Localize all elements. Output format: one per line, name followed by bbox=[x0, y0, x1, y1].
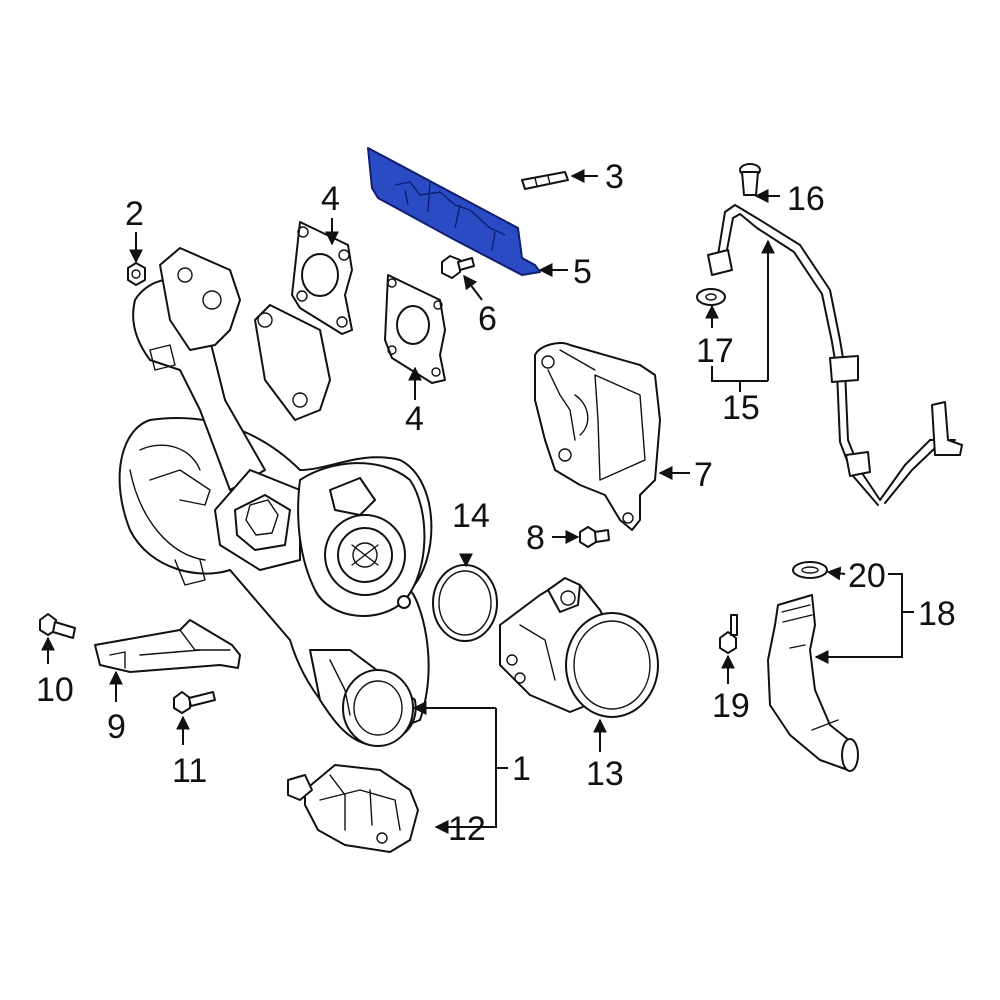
bracket-part-9[interactable] bbox=[94, 619, 241, 673]
callout-18: 18 bbox=[918, 595, 956, 633]
callout-2: 2 bbox=[125, 195, 144, 233]
callout-10: 10 bbox=[36, 671, 74, 709]
callout-20: 20 bbox=[848, 557, 886, 595]
nut-part-2[interactable] bbox=[127, 262, 146, 286]
o-ring-part-14[interactable] bbox=[432, 564, 498, 642]
oil-line-part-15[interactable] bbox=[707, 204, 963, 506]
callout-4a: 4 bbox=[321, 180, 340, 218]
callout-7: 7 bbox=[694, 456, 713, 494]
bolt-part-8[interactable] bbox=[579, 526, 610, 548]
callout-9: 9 bbox=[107, 708, 126, 746]
callout-14: 14 bbox=[452, 497, 490, 535]
callout-labels: 1 2 3 4 4 5 6 7 8 9 10 11 12 13 14 15 16… bbox=[36, 158, 956, 848]
heat-shield-part-5[interactable] bbox=[367, 147, 541, 276]
callout-15: 15 bbox=[722, 389, 760, 427]
bolt-part-11[interactable] bbox=[173, 691, 216, 714]
callout-16: 16 bbox=[787, 180, 825, 218]
bolt-part-10[interactable] bbox=[39, 613, 76, 639]
gasket-part-4a[interactable] bbox=[291, 221, 353, 335]
callout-3: 3 bbox=[605, 158, 624, 196]
callout-13: 13 bbox=[586, 755, 624, 793]
washer-part-17[interactable] bbox=[696, 288, 726, 306]
callout-6: 6 bbox=[478, 300, 497, 338]
callout-1: 1 bbox=[512, 750, 531, 788]
bolt-part-19[interactable] bbox=[719, 614, 738, 654]
banjo-bolt-part-16[interactable] bbox=[739, 163, 761, 196]
callout-11: 11 bbox=[172, 752, 207, 790]
bolt-part-6[interactable] bbox=[441, 255, 475, 279]
seal-part-20[interactable] bbox=[792, 561, 828, 579]
turbocharger-part-1[interactable] bbox=[118, 247, 433, 747]
callout-12: 12 bbox=[448, 810, 486, 848]
callout-5: 5 bbox=[573, 253, 592, 291]
stud-part-3[interactable] bbox=[521, 171, 569, 190]
gasket-part-4b[interactable] bbox=[384, 274, 446, 384]
actuator-part-12[interactable] bbox=[287, 764, 419, 853]
leader-lines bbox=[41, 169, 914, 834]
coolant-pipe-part-18[interactable] bbox=[767, 594, 859, 772]
callout-19: 19 bbox=[712, 687, 750, 725]
pump-part-13[interactable] bbox=[499, 577, 659, 718]
callout-8: 8 bbox=[526, 519, 545, 557]
callout-17: 17 bbox=[696, 332, 734, 370]
shield-part-7[interactable] bbox=[534, 342, 661, 531]
callout-4b: 4 bbox=[405, 400, 424, 438]
